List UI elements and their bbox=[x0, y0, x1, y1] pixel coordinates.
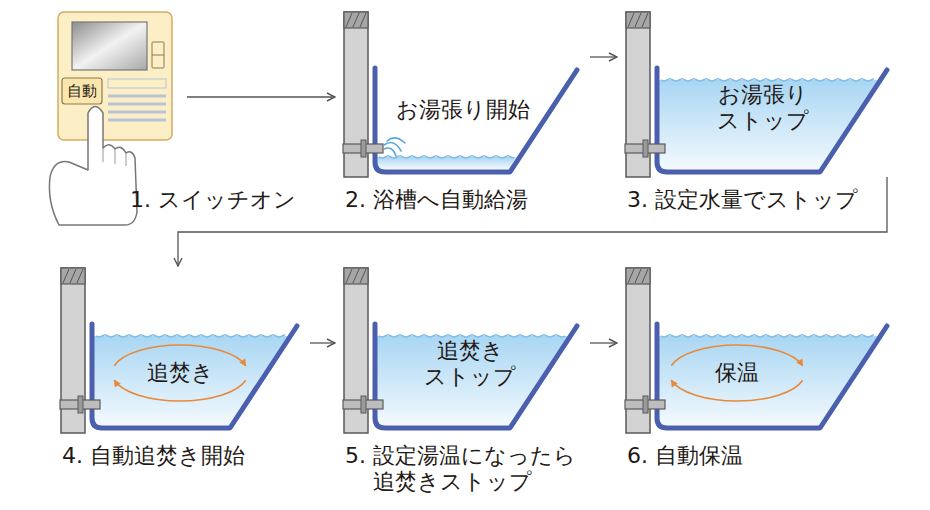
hatch-line bbox=[353, 269, 359, 283]
flow-arrow bbox=[590, 342, 617, 343]
bathtub bbox=[92, 324, 297, 428]
tub-label: 保温 bbox=[677, 360, 797, 386]
remote-button bbox=[152, 55, 164, 56]
remote-illustration bbox=[45, 12, 175, 142]
remote-button bbox=[152, 42, 164, 68]
step-panel: 自動1. スイッチオン bbox=[45, 12, 175, 142]
water-surface bbox=[661, 335, 874, 338]
hatch-line bbox=[628, 269, 634, 283]
hatch-line bbox=[642, 269, 648, 283]
bathtub bbox=[657, 68, 887, 172]
pipe-flange bbox=[361, 396, 366, 413]
step-panel: お湯張り開始2. 浴槽へ自動給湯 bbox=[343, 12, 580, 177]
pipe-flange bbox=[643, 140, 648, 157]
step-panel: 追焚き ストップ5. 設定湯温になったら 追焚きストップ bbox=[343, 268, 580, 433]
hatch-line bbox=[63, 269, 69, 283]
hatch-line bbox=[346, 269, 352, 283]
water-surface bbox=[379, 156, 514, 159]
water-surface bbox=[379, 335, 565, 338]
remote-panel-line bbox=[108, 119, 166, 122]
bathtub bbox=[375, 324, 577, 428]
pipe-flange bbox=[361, 140, 366, 157]
water-splash bbox=[384, 138, 405, 156]
step-caption: 6. 自動保温 bbox=[627, 443, 743, 469]
hatch-line bbox=[628, 13, 634, 27]
remote-panel-line bbox=[108, 103, 166, 106]
pipe-flange bbox=[643, 396, 648, 413]
wall-pillar-top bbox=[344, 268, 368, 284]
auto-button bbox=[62, 78, 102, 104]
step-panel: 追焚き4. 自動追焚き開始 bbox=[60, 268, 300, 433]
tub-label: 追焚き ストップ bbox=[410, 338, 530, 391]
hatch-line bbox=[642, 13, 648, 27]
step-caption: 1. スイッチオン bbox=[130, 187, 296, 213]
wall-pillar-top bbox=[626, 268, 650, 284]
bath-illustration bbox=[343, 12, 580, 177]
bathtub bbox=[375, 68, 577, 172]
remote-panel-line bbox=[108, 111, 166, 114]
water-surface bbox=[96, 335, 285, 338]
water-surface bbox=[661, 79, 874, 82]
hand bbox=[49, 107, 137, 226]
bath-illustration bbox=[625, 268, 890, 433]
hatch-line bbox=[77, 269, 83, 283]
hatch-line bbox=[360, 13, 366, 27]
hatch-line bbox=[70, 269, 76, 283]
step-panel: お湯張り ストップ3. 設定水量でストップ bbox=[625, 12, 890, 177]
wall-pillar-top bbox=[344, 12, 368, 28]
remote-control bbox=[58, 12, 172, 140]
bath-water bbox=[659, 80, 878, 169]
flow-arrow bbox=[590, 56, 617, 57]
bath-water bbox=[377, 157, 516, 169]
hatch-line bbox=[635, 13, 641, 27]
bath-water bbox=[659, 336, 878, 425]
hatch-line bbox=[360, 269, 366, 283]
wall-pillar-top bbox=[626, 12, 650, 28]
hatch-line bbox=[346, 13, 352, 27]
remote-panel-line bbox=[108, 79, 166, 88]
button-label: 自動 bbox=[62, 78, 102, 104]
pipe-flange bbox=[78, 396, 83, 413]
step-caption: 5. 設定湯温になったら 追焚きストップ bbox=[345, 443, 615, 496]
flow-arrow bbox=[310, 342, 335, 343]
tub-label: 追焚き bbox=[120, 360, 240, 386]
bath-illustration bbox=[60, 268, 300, 433]
flow-arrow bbox=[187, 96, 335, 97]
hand-crease bbox=[103, 148, 126, 166]
step-panel: 保温6. 自動保温 bbox=[625, 268, 890, 433]
wall-pillar-top bbox=[61, 268, 85, 284]
step-caption: 2. 浴槽へ自動給湯 bbox=[345, 187, 528, 213]
remote-screen bbox=[72, 22, 147, 70]
tub-label: お湯張り開始 bbox=[383, 97, 543, 123]
bathtub bbox=[657, 324, 887, 428]
tub-label: お湯張り ストップ bbox=[703, 82, 823, 135]
step-caption: 3. 設定水量でストップ bbox=[627, 187, 858, 213]
hatch-line bbox=[353, 13, 359, 27]
remote-panel-line bbox=[108, 95, 166, 98]
hatch-line bbox=[635, 269, 641, 283]
step-caption: 4. 自動追焚き開始 bbox=[62, 443, 245, 469]
